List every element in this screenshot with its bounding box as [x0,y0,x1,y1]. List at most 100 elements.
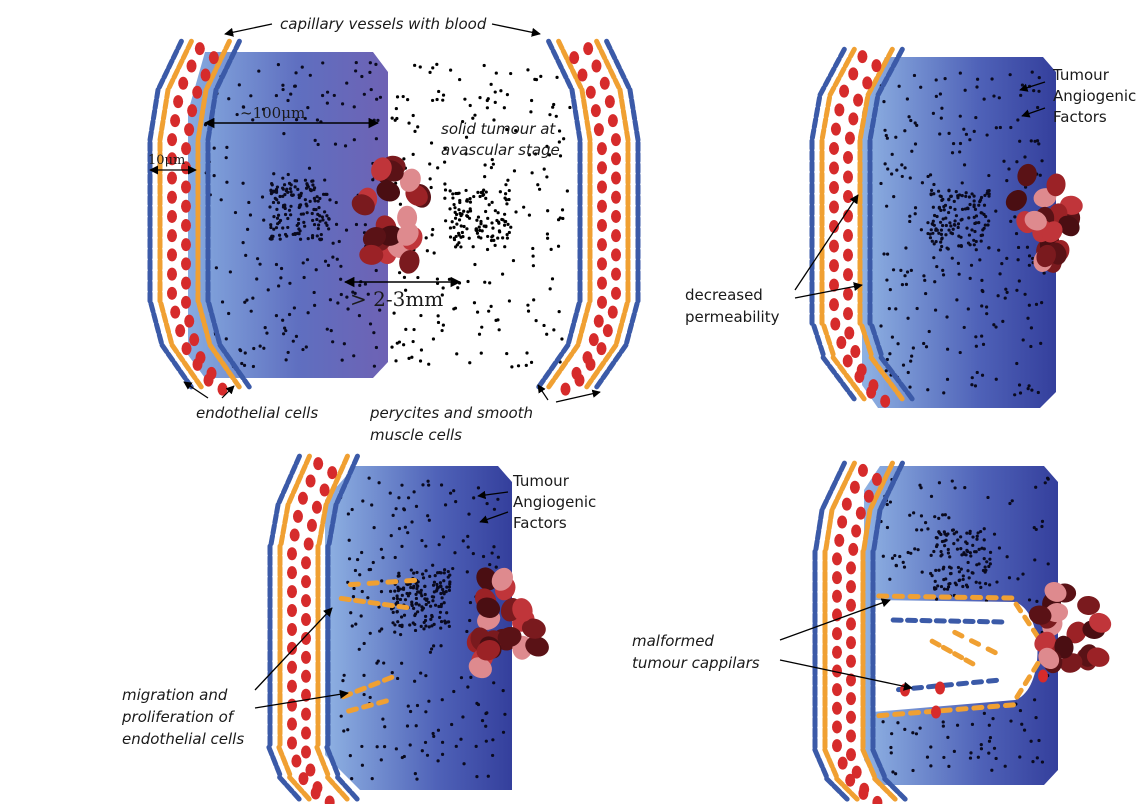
cell-dot [314,139,317,142]
red-blood-cell [184,315,194,328]
cell-dot [484,225,487,228]
red-blood-cell [181,219,191,232]
cell-dot [375,346,378,349]
red-blood-cell [834,534,844,547]
cell-dot [442,579,445,582]
cell-dot [946,736,949,739]
cell-dot [893,554,896,557]
cell-dot [968,138,971,141]
cell-dot [457,232,460,235]
red-blood-cell [287,623,297,636]
cell-dot [396,95,399,98]
cell-dot [301,66,304,69]
cell-dot [507,198,510,201]
cell-dot [258,263,261,266]
cell-dot [485,190,488,193]
cell-dot [256,257,259,260]
cell-dot [892,195,895,198]
cell-dot [361,764,364,767]
red-blood-cell [597,200,607,213]
cell-dot [451,567,454,570]
cell-dot [494,244,497,247]
cell-dot [478,225,481,228]
cell-dot [443,568,446,571]
cell-dot [468,197,471,200]
cell-dot [459,245,462,248]
red-blood-cell [611,172,621,185]
cell-dot [967,307,970,310]
cell-dot [288,313,291,316]
cell-dot [993,747,996,750]
cell-dot [894,136,897,139]
red-blood-cell [864,490,874,503]
cell-dot [902,561,905,564]
red-blood-cell [843,354,853,367]
cell-dot [1007,167,1010,170]
red-blood-cell [597,277,607,290]
cell-dot [929,233,932,236]
red-blood-cell [207,367,217,380]
cell-segment [876,594,889,599]
cell-dot [1019,709,1022,712]
cell-dot [334,143,337,146]
cell-dot [955,583,958,586]
red-blood-cell [306,474,316,487]
cell-dot [985,133,988,136]
cell-dot [238,83,241,86]
cell-dot [424,545,427,548]
cell-dot [322,193,325,196]
cell-dot [981,290,984,293]
cell-dot [909,360,912,363]
cell-dot [436,166,439,169]
cell-dot [432,735,435,738]
cell-dot [377,481,380,484]
cell-dot [919,86,922,89]
cell-dot [451,192,454,195]
cell-dot [413,623,416,626]
cell-dot [1033,558,1036,561]
cell-dot [431,228,434,231]
cell-dot [492,239,495,242]
cell-dot [973,130,976,133]
cell-dot [973,199,976,202]
cell-dot [422,607,425,610]
cell-dot [431,595,434,598]
cell-dot [970,192,973,195]
cell-dot [430,647,433,650]
cell-dot [548,113,551,116]
cell-dot [428,625,431,628]
cell-dot [917,548,920,551]
cell-dot [972,239,975,242]
cell-dot [435,98,438,101]
cell-dot [529,110,532,113]
cell-dot [289,187,292,190]
cell-dot [307,185,310,188]
cell-dot [987,246,990,249]
cell-dot [419,671,422,674]
cell-dot [1031,760,1034,763]
red-blood-cell [829,161,839,174]
cell-dot [1023,729,1026,732]
cell-dot [352,354,355,357]
cell-dot [244,351,247,354]
cell-dot [968,233,971,236]
red-blood-cell [838,757,848,770]
cell-dot [452,226,455,229]
cell-dot [478,333,481,336]
cell-dot [472,496,475,499]
red-blood-cell [830,317,840,330]
cell-dot [1018,279,1021,282]
cell-dot [987,174,990,177]
cell-dot [889,500,892,503]
cell-dot [490,221,493,224]
red-blood-cell [181,257,191,270]
cell-dot [270,238,273,241]
cell-dot [459,738,462,741]
red-blood-cell [594,315,604,328]
cell-dot [448,585,451,588]
cell-dot [1004,288,1007,291]
cell-dot [394,359,397,362]
cell-dot [497,211,500,214]
cell-dot [295,179,298,182]
cell-dot [935,78,938,81]
